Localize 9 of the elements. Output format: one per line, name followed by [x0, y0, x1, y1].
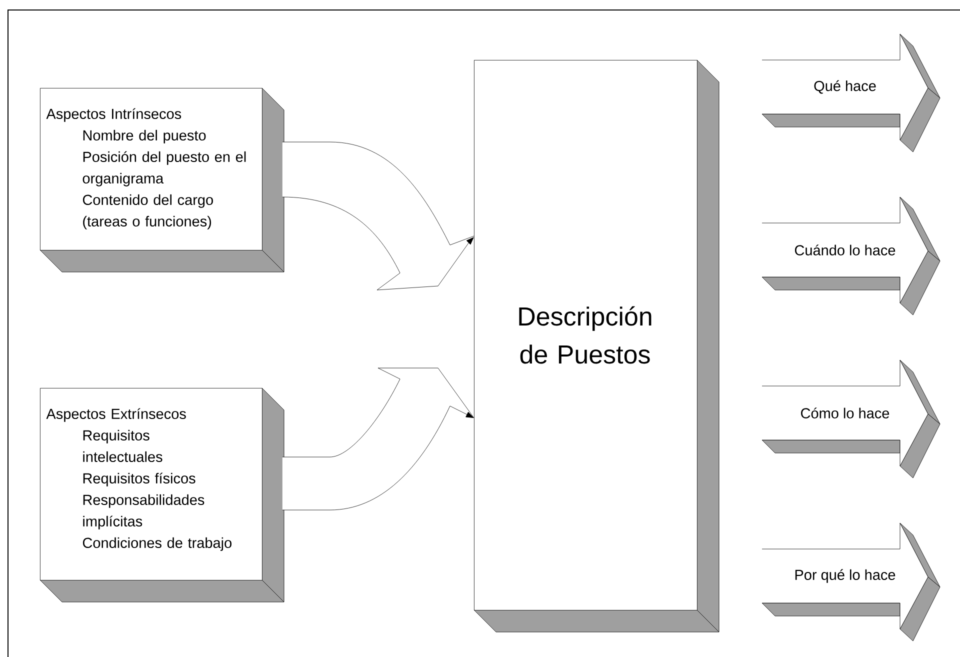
curved-arrow: [282, 368, 474, 510]
node-label: Qué hace: [814, 80, 876, 94]
node-label: Cuándo lo hace: [794, 244, 896, 256]
curved-arrow: [282, 142, 474, 290]
node-label: Cómo lo hace: [801, 408, 890, 418]
node-label: Por qué lo hace: [795, 569, 896, 583]
list-box: Aspectos Extrínsecos Requisitos intelectuales Requisitos físicos Responsabilidades implícitas Condiciones de trabajo: [40, 388, 284, 602]
process-box: Descripción de Puestos: [474, 60, 720, 632]
list-box: Aspectos Intrínsecos Nombre del puesto Posición del puesto en el organigrama Contenido del cargo (tareas o funciones): [40, 88, 284, 272]
